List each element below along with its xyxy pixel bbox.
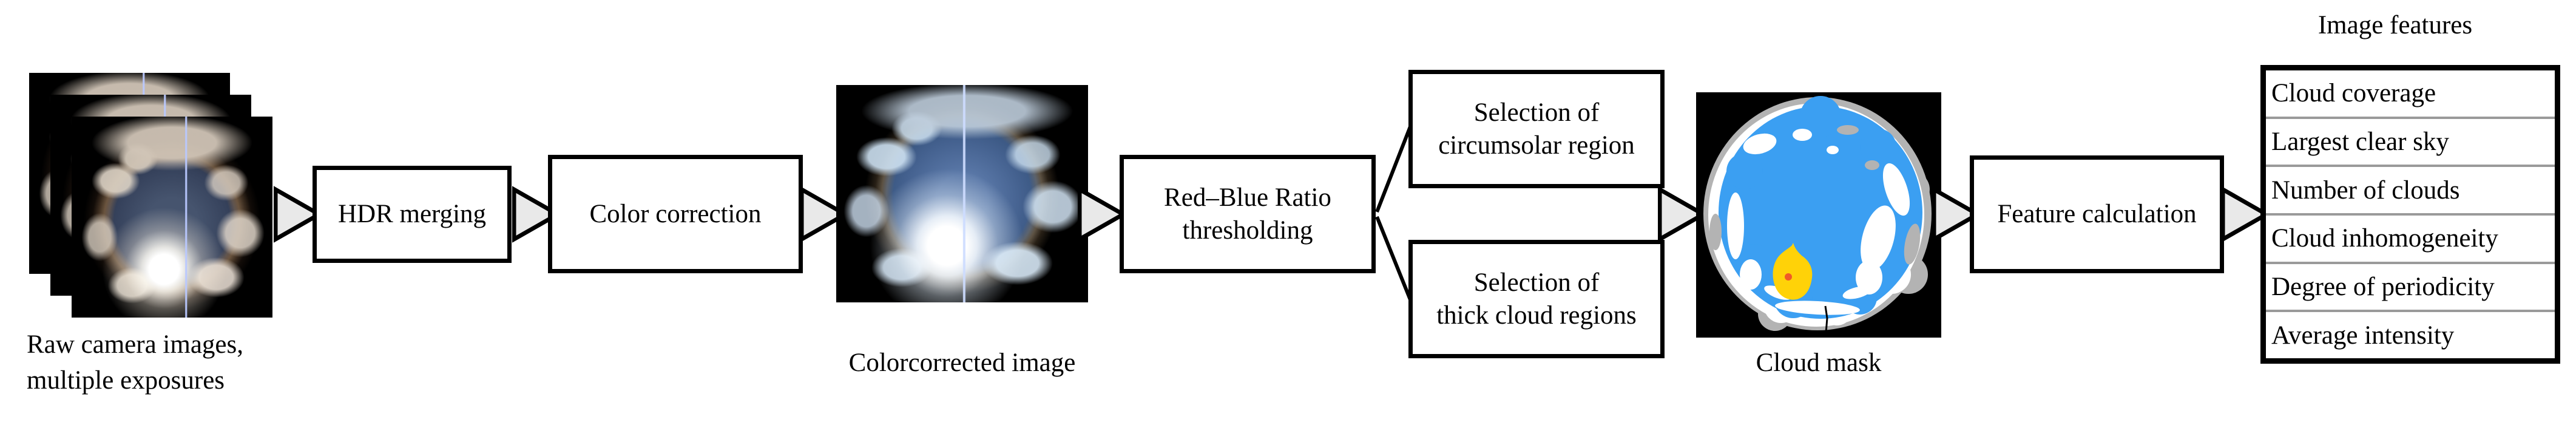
row-divider <box>2266 165 2555 168</box>
feature-row: Cloud coverage <box>2266 70 2555 117</box>
circumsolar-region-shape <box>1773 243 1813 300</box>
cloud-mask-label: Cloud mask <box>1756 349 1882 377</box>
selection-circumsolar-label: Selection of circumsolar region <box>1438 98 1635 160</box>
feature-row-label: Average intensity <box>2271 321 2455 350</box>
row-divider <box>2266 116 2555 119</box>
raw-sky-photo-front <box>72 117 272 318</box>
feature-row: Degree of periodicity <box>2266 264 2555 310</box>
feature-row: Number of clouds <box>2266 167 2555 213</box>
selection-circumsolar-box: Selection of circumsolar region <box>1408 70 1665 188</box>
red-blue-ratio-box: Red–Blue Ratio thresholding <box>1120 155 1376 273</box>
colorcorrected-label: Colorcorrected image <box>848 349 1076 377</box>
sun-position-dot <box>1785 273 1792 281</box>
row-divider <box>2266 261 2555 264</box>
feature-calculation-label: Feature calculation <box>1997 200 2197 228</box>
hdr-merging-box: HDR merging <box>313 166 512 263</box>
raw-stack-label: Raw camera images, multiple exposures <box>27 330 243 395</box>
selection-thick-cloud-label: Selection of thick cloud regions <box>1436 268 1637 330</box>
image-features-title: Image features <box>2317 11 2473 39</box>
arrow-right-icon <box>800 186 848 243</box>
arrow-right-icon <box>274 186 322 243</box>
feature-row-label: Largest clear sky <box>2271 128 2449 156</box>
arrow-right-icon <box>512 186 561 243</box>
arrow-right-icon <box>1078 186 1126 243</box>
feature-row: Cloud inhomogeneity <box>2266 216 2555 262</box>
feature-row-label: Cloud inhomogeneity <box>2271 224 2498 253</box>
arrow-right-icon <box>1658 186 1706 243</box>
row-divider <box>2266 310 2555 313</box>
hdr-merging-label: HDR merging <box>337 200 487 228</box>
feature-calculation-box: Feature calculation <box>1970 155 2224 273</box>
colorcorrected-image <box>836 85 1088 302</box>
row-divider <box>2266 213 2555 216</box>
feature-row: Largest clear sky <box>2266 119 2555 165</box>
arrow-right-icon <box>1932 186 1981 243</box>
red-blue-ratio-label: Red–Blue Ratio thresholding <box>1164 183 1331 245</box>
arrow-right-icon <box>2221 186 2270 243</box>
color-correction-label: Color correction <box>589 199 762 228</box>
cloud-mask-image <box>1696 92 1941 338</box>
color-correction-box: Color correction <box>548 155 803 273</box>
feature-row-label: Degree of periodicity <box>2271 273 2495 302</box>
feature-row-label: Number of clouds <box>2271 175 2460 205</box>
split-connector-lines <box>1375 124 1413 302</box>
feature-row-label: Cloud coverage <box>2271 79 2436 108</box>
image-features-table: Cloud coverage Largest clear sky Number … <box>2260 65 2560 364</box>
feature-row: Average intensity <box>2266 312 2555 358</box>
selection-thick-cloud-box: Selection of thick cloud regions <box>1408 240 1665 358</box>
